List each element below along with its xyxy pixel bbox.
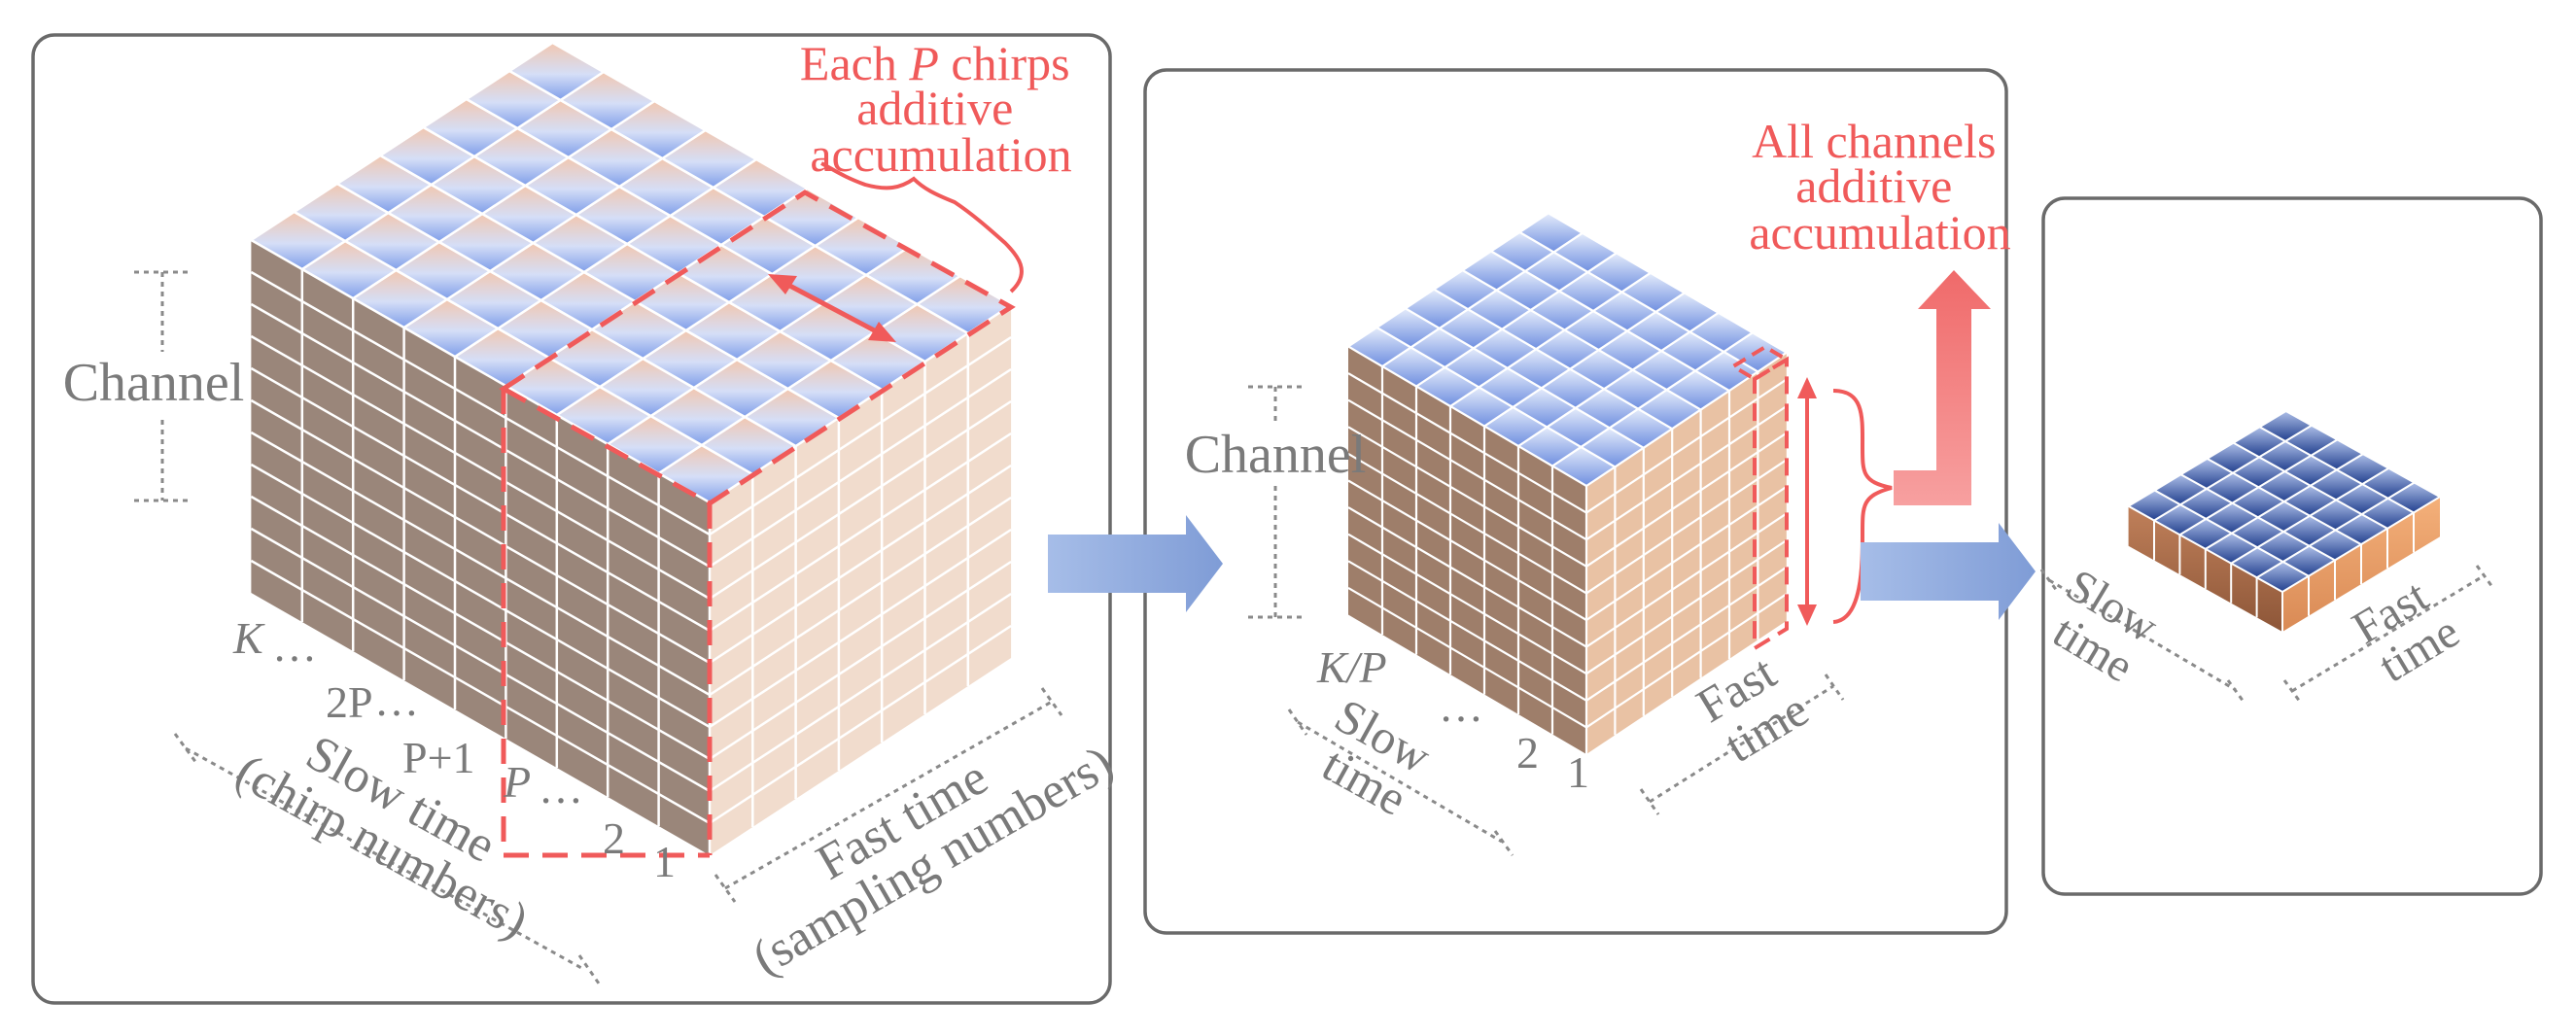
panel1-slow-axis-line — [173, 733, 601, 984]
tick-2P: 2P — [326, 677, 373, 727]
chirp-group-brace — [820, 161, 1024, 294]
tick-2: 2 — [603, 813, 625, 863]
selection-front-edge — [501, 389, 710, 858]
panel1-annotation: Each P chirps additive accumulation — [800, 36, 1082, 182]
tick-ellipsis: … — [1439, 681, 1483, 731]
panel-3-frame — [2041, 196, 2543, 896]
cube-top-tiles — [249, 41, 1014, 504]
channel-accumulated-slab — [2126, 409, 2442, 632]
panel3-fast-axis-title: Fast time — [2344, 564, 2471, 694]
tick-ellipsis-b: … — [374, 675, 419, 725]
tick-1: 1 — [653, 837, 676, 886]
cube-left-face — [251, 240, 710, 855]
tick-1: 1 — [1567, 747, 1589, 797]
tick-ellipsis-a: … — [272, 621, 317, 671]
panel1-fast-axis-line — [714, 687, 1063, 903]
chirp-accumulated-cube — [1345, 212, 1789, 754]
panel2-annotation: All channels additive accumulation — [1749, 114, 2010, 259]
panel2-fast-axis-line — [1639, 673, 1845, 815]
panel3-slow-axis-title: Slow time — [2034, 559, 2176, 699]
panel1-channel-bracket — [134, 270, 191, 502]
tick-K-over-P: K/P — [1316, 642, 1387, 692]
panel2-slice-top — [1729, 344, 1791, 382]
panel1-slow-ticks: K … 2P … P+1 P … 2 1 — [232, 613, 676, 886]
selection-top-outline — [499, 190, 1016, 506]
panel2-slow-axis-line — [1287, 708, 1514, 856]
tick-K: K — [232, 613, 265, 663]
panel2-channel-bracket — [1248, 385, 1303, 619]
cube-grid-lines — [250, 269, 1012, 855]
panel3-slow-axis-line — [2039, 569, 2245, 703]
raw-data-cube — [249, 41, 1014, 855]
cube-grid-lines — [1347, 366, 1788, 754]
panel-2-frame — [1143, 68, 2008, 935]
panel2-slow-ticks: K/P … 2 1 — [1316, 642, 1589, 797]
panel-1-frame — [31, 33, 1112, 1005]
panel2-channel-label: Channel — [1185, 425, 1367, 485]
tick-P: P — [503, 757, 531, 807]
flow-arrow-1 — [1048, 515, 1223, 612]
cube-right-face — [710, 305, 1012, 855]
flow-arrow-2 — [1861, 523, 2036, 620]
cube-top-tiles — [2126, 409, 2442, 594]
cube-grid-lines — [2153, 512, 2415, 632]
tick-P-plus-1: P+1 — [402, 733, 475, 782]
channel-span-double-arrow — [1797, 377, 1817, 626]
tick-ellipsis-c: … — [539, 763, 583, 812]
chirp-span-double-arrow — [768, 274, 896, 342]
panel2-slow-axis-title: Slow time — [1303, 688, 1450, 833]
cube-top-tiles — [1345, 212, 1789, 488]
tick-2: 2 — [1516, 728, 1539, 777]
accumulate-up-arrow — [1894, 270, 1991, 505]
panel3-fast-axis-line — [2282, 565, 2494, 703]
panel1-channel-label: Channel — [63, 353, 245, 413]
panel2-slice-side — [1753, 356, 1789, 652]
